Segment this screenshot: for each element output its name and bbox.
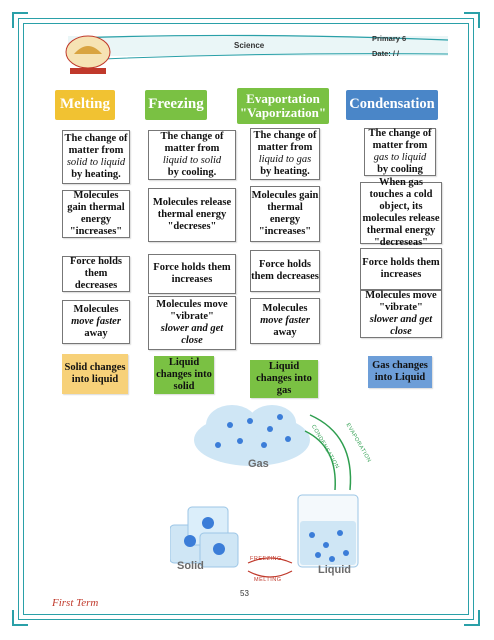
frame-corner — [12, 12, 28, 28]
cell-text: Force holds them increases — [153, 261, 231, 285]
term-label: First Term — [52, 597, 99, 609]
cell-text: The change of matter from — [253, 129, 317, 153]
cell-text: Force holds them decreases — [251, 258, 319, 282]
condensation-arrow — [304, 430, 336, 491]
cell-text: The change of matter from — [368, 127, 432, 151]
cell-melting-5: Solid changes into liquid — [62, 354, 128, 394]
cell-text: Molecules release thermal energy "decres… — [152, 196, 232, 233]
cell-text: liquid to gas — [258, 154, 312, 165]
cell-text: The change of matter from — [64, 132, 128, 156]
freezing-label: FREEZING — [250, 556, 282, 562]
cell-text: Molecules — [262, 302, 308, 314]
frame-corner — [12, 610, 28, 626]
gas-cloud — [194, 405, 310, 466]
cell-text: slower and get close — [160, 323, 224, 347]
cell-text: gas to liquid — [373, 152, 427, 163]
evaporation-arrow — [309, 414, 352, 491]
water-cycle-diagram — [170, 405, 359, 578]
cell-text: The change of matter from — [160, 130, 224, 154]
freezing-arrow — [247, 557, 293, 564]
cell-text: by heating. — [260, 166, 310, 178]
date-label: Date: / / — [372, 49, 400, 58]
gas-label: Gas — [248, 458, 269, 470]
cell-text: by cooling — [377, 164, 423, 176]
cell-condensation-5: Gas changes into Liquid — [368, 356, 432, 388]
liquid-label: Liquid — [318, 564, 351, 576]
cell-evaporation-3: Force holds them decreases — [250, 250, 320, 292]
liquid-beaker — [297, 494, 359, 568]
frame-corner — [464, 610, 480, 626]
school-logo — [65, 35, 111, 74]
cell-evaporation-5: Liquid changes into gas — [250, 360, 318, 398]
cell-condensation-4: Molecules move "vibrate"slower and get c… — [360, 290, 442, 338]
cell-text: solid to liquid — [66, 157, 126, 168]
cell-text: Molecules gain thermal energy "increases… — [67, 189, 125, 238]
melting-arrow — [247, 570, 293, 578]
solid-ice-cubes — [170, 506, 239, 568]
cell-text: move faster — [71, 315, 121, 327]
cell-freezing-2: Molecules release thermal energy "decres… — [148, 188, 236, 242]
cell-melting-2: Molecules gain thermal energy "increases… — [62, 190, 130, 238]
cell-condensation-2: When gas touches a cold object, its mole… — [360, 177, 442, 248]
cell-text: by cooling. — [167, 167, 217, 179]
cell-text: away — [273, 327, 297, 339]
cell-text: When gas touches a cold object, its mole… — [362, 176, 440, 249]
header-condensation: Condensation — [346, 90, 438, 120]
cell-text: away — [84, 328, 108, 340]
cell-text: move faster — [260, 314, 310, 326]
cell-text: Molecules move "vibrate" — [365, 289, 437, 313]
melting-label: MELTING — [254, 577, 282, 583]
cell-text: slower and get close — [369, 314, 433, 338]
cell-text: Liquid changes into gas — [256, 360, 312, 397]
cell-text: Molecules gain thermal energy "increases… — [251, 189, 319, 238]
page-frame — [18, 18, 474, 620]
frame-corner — [464, 12, 480, 28]
grade-label: Primary 6 — [372, 34, 407, 43]
header-melting: Melting — [55, 90, 115, 120]
cell-text: Liquid changes into solid — [156, 356, 212, 393]
cell-condensation-3: Force holds them increases — [360, 248, 442, 290]
cell-text: Molecules — [73, 303, 119, 315]
page-frame-inner — [23, 23, 469, 615]
cell-text: Force holds them decreases — [69, 255, 122, 292]
header-banner — [68, 34, 449, 61]
subject-title: Science — [234, 41, 265, 50]
cell-text: Gas changes into Liquid — [372, 359, 428, 383]
cell-text: Force holds them increases — [362, 256, 440, 280]
cell-freezing-4: Molecules move "vibrate"slower and get c… — [148, 296, 236, 350]
cell-evaporation-2: Molecules gain thermal energy "increases… — [250, 186, 320, 242]
solid-label: Solid — [177, 560, 204, 572]
page-number: 53 — [240, 589, 249, 598]
header-evaporation: Evaportation "Vaporization" — [237, 88, 329, 124]
cell-text: Solid changes into liquid — [64, 361, 126, 385]
cell-melting-3: Force holds them decreases — [62, 256, 130, 292]
cell-text: by heating. — [71, 169, 121, 181]
cell-text: Molecules move "vibrate" — [156, 298, 228, 322]
header-freezing: Freezing — [145, 90, 207, 120]
cell-freezing-5: Liquid changes into solid — [154, 356, 214, 394]
cell-text: liquid to solid — [162, 155, 222, 166]
cell-freezing-3: Force holds them increases — [148, 254, 236, 294]
